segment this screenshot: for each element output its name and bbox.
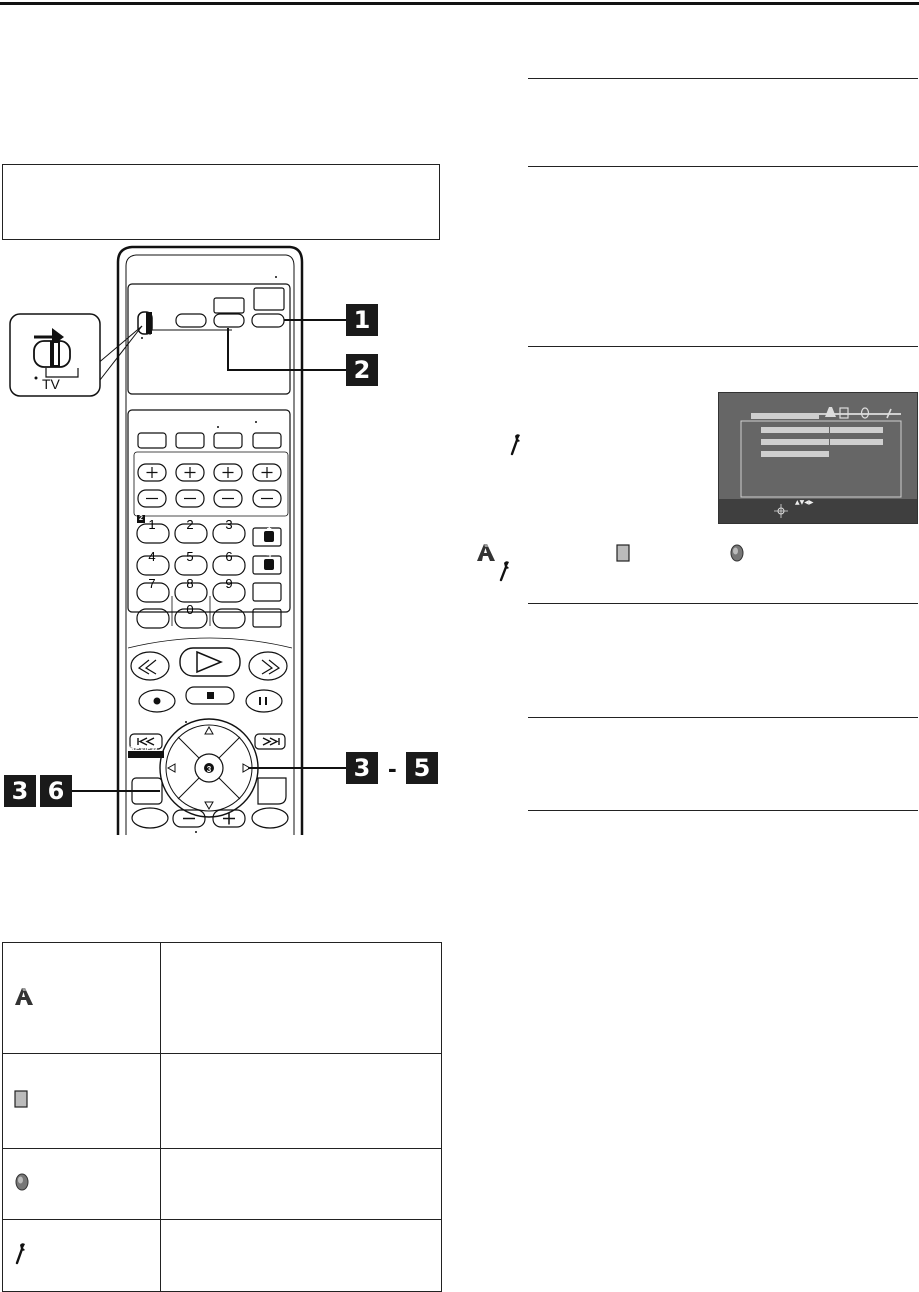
settings-category-table (2, 942, 442, 1292)
key-4: 4 (148, 549, 155, 564)
table-description-cell (160, 1148, 442, 1220)
top-rule (0, 2, 919, 5)
step-badge-5: 5 (406, 752, 438, 784)
step-divider (528, 346, 918, 347)
side-key-1: 1 (266, 521, 271, 531)
tv-mode-label: TV (42, 376, 60, 392)
table-row (2, 1219, 442, 1292)
text-a-icon (15, 987, 33, 1005)
table-description-cell (160, 1053, 442, 1149)
key-1: 1 (148, 517, 155, 532)
step-badge-2: 2 (346, 354, 378, 386)
table-icon-cell (2, 942, 161, 1054)
key-5: 5 (186, 549, 193, 564)
step-divider (528, 166, 918, 167)
remote-key-labels: 1 2 3 4 5 6 7 8 9 0 1 4 2 (139, 515, 271, 617)
screen-icon (616, 544, 630, 562)
text-a-icon (477, 544, 495, 561)
osd-menu-screen: ▲▼◀▶ (718, 392, 918, 524)
screen-icon (14, 1089, 28, 1108)
wrench-icon (15, 1243, 25, 1265)
table-description-cell (160, 942, 442, 1054)
wrench-icon (510, 434, 520, 456)
osd-menu-graphic (719, 407, 917, 523)
table-row (2, 942, 442, 1054)
svg-text:REVIEW: REVIEW (130, 746, 158, 753)
table-icon-cell (2, 1219, 161, 1292)
table-row (2, 1053, 442, 1149)
note-box (2, 164, 440, 240)
table-icon-cell (2, 1148, 161, 1220)
small-marker: 2 (139, 515, 143, 522)
wrench-icon (499, 561, 509, 582)
step-range-dash: - (388, 753, 397, 783)
sound-icon (15, 1173, 29, 1190)
remote-control-illustration (9, 245, 346, 835)
table-row (2, 1148, 442, 1220)
key-9: 9 (225, 576, 232, 591)
step-divider (528, 810, 918, 811)
step-divider (528, 603, 918, 604)
key-3: 3 (225, 517, 232, 532)
review-label: REVIEW (130, 746, 158, 753)
step-badge-3: 3 (4, 775, 36, 807)
key-2: 2 (186, 517, 193, 532)
sound-icon (730, 544, 744, 562)
step-divider (528, 78, 918, 79)
key-6: 6 (225, 549, 232, 564)
step-badge-1: 1 (346, 304, 378, 336)
key-7: 7 (148, 576, 155, 591)
key-0: 0 (186, 602, 193, 617)
side-key-4: 4 (266, 549, 271, 559)
table-description-cell (160, 1219, 442, 1292)
step-badge-6: 6 (40, 775, 72, 807)
key-8: 8 (186, 576, 193, 591)
table-icon-cell (2, 1053, 161, 1149)
step-divider (528, 717, 918, 718)
osd-nav-hint: ▲▼◀▶ (795, 499, 814, 506)
ok-marker: 3 (207, 765, 212, 774)
step-badge-3: 3 (346, 752, 378, 784)
svg-text:3: 3 (207, 765, 212, 774)
